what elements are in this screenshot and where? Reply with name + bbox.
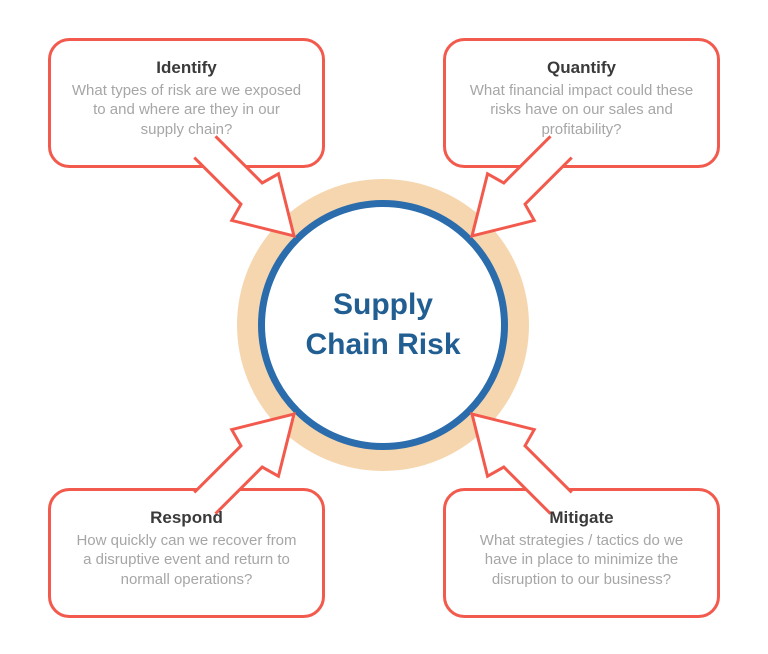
quantify-heading: Quantify xyxy=(547,58,616,78)
respond-box: Respond How quickly can we recover from … xyxy=(48,488,325,618)
mitigate-body: What strategies / tactics do we have in … xyxy=(479,532,684,588)
arrow-respond-to-center-icon xyxy=(193,411,297,515)
respond-box-outline xyxy=(48,488,325,618)
mitigate-heading: Mitigate xyxy=(549,508,614,528)
respond-heading: Respond xyxy=(150,508,223,528)
identify-box: Identify What types of risk are we expos… xyxy=(48,38,325,168)
identify-heading: Identify xyxy=(156,58,217,78)
identify-box-outline xyxy=(48,38,325,168)
mitigate-box: Mitigate What strategies / tactics do we… xyxy=(443,488,720,618)
identify-body: What types of risk are we exposed to and… xyxy=(71,82,302,138)
center-circle xyxy=(258,200,508,450)
arrow-identify-to-center-icon xyxy=(193,135,297,239)
arrow-mitigate-to-center-icon xyxy=(469,411,573,515)
quantify-box-outline xyxy=(443,38,720,168)
respond-body: How quickly can we recover from a disrup… xyxy=(76,532,297,588)
arrow-quantify-to-center-icon xyxy=(469,135,573,239)
center-title: Supply Chain Risk xyxy=(305,288,461,361)
quantify-body: What financial impact could these risks … xyxy=(469,82,694,138)
mitigate-box-outline xyxy=(443,488,720,618)
quantify-box: Quantify What financial impact could the… xyxy=(443,38,720,168)
